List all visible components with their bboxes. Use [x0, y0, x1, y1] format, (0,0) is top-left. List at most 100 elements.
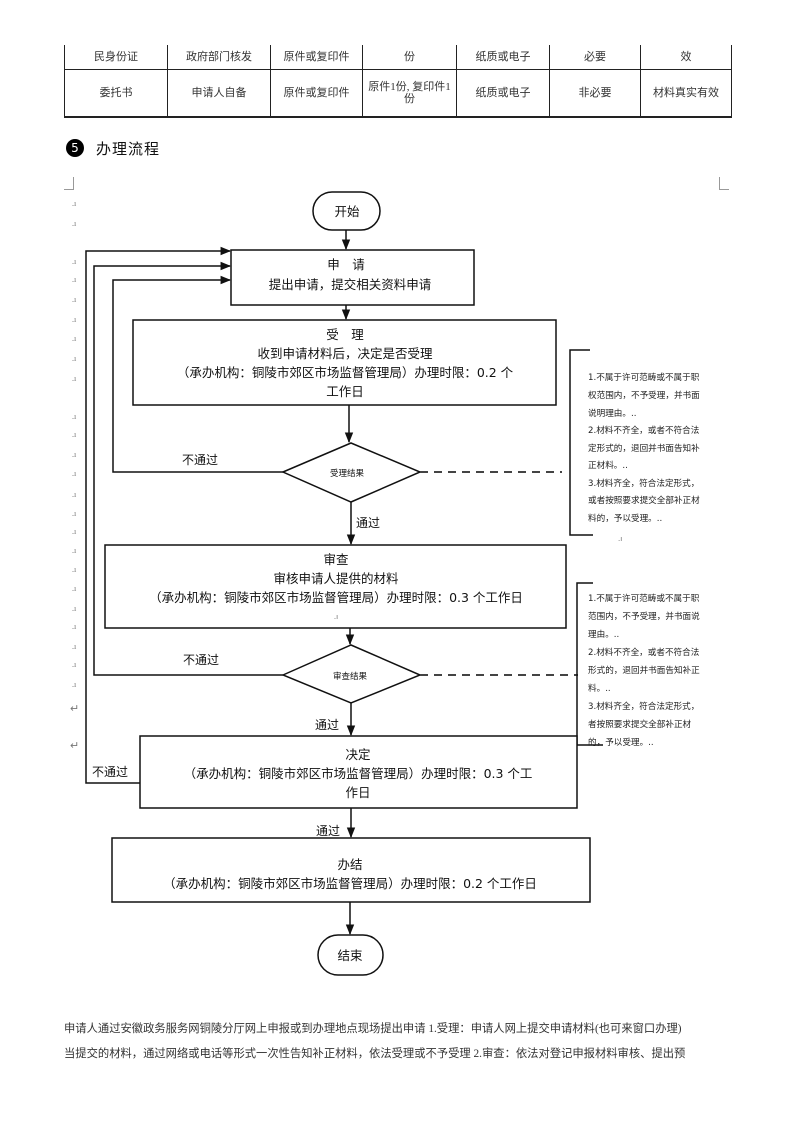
- process-flowchart: 开始 申 请 提出申请，提交相关资料申请 受 理 收到申请材料后，决定是否受理 …: [85, 191, 700, 976]
- note-line: 料的，予以受理。..: [588, 512, 662, 524]
- paragraph-mark: .ı: [72, 430, 77, 439]
- accept-fail-label: 不通过: [182, 453, 218, 467]
- section-number-badge: 5: [66, 139, 84, 157]
- materials-table: 民身份证 政府部门核发 原件或复印件 份 纸质或电子 必要 效 委托书 申请人自…: [64, 45, 732, 118]
- paragraph-mark: .ı: [72, 527, 77, 536]
- paragraph-mark: .ı: [72, 469, 77, 478]
- table-cell: 非必要: [549, 69, 641, 118]
- accept-org-line: （承办机构：铜陵市郊区市场监督管理局）办理时限：0.2 个: [177, 365, 514, 380]
- note-line: 1.不属于许可范畴或不属于职: [588, 592, 700, 604]
- note-line: 者按照要求提交全部补正材: [588, 718, 692, 730]
- accept-pass-label: 通过: [356, 516, 380, 530]
- note-trailing-mark: .ı: [618, 535, 622, 543]
- corner-mark-right: [719, 177, 729, 190]
- review-desc: 审核申请人提供的材料: [273, 571, 399, 586]
- table-cell: 纸质或电子: [456, 69, 550, 118]
- apply-box: [230, 249, 475, 306]
- table-cell: 效: [640, 45, 732, 70]
- paragraph-mark: .ı: [72, 622, 77, 631]
- review-decision-label: 审查结果: [333, 671, 368, 682]
- decide-fail-label: 不通过: [92, 765, 128, 779]
- body-paragraph-line: 申请人通过安徽政务服务网铜陵分厅网上申报或到办理地点现场提出申请 1.受理：申请…: [64, 1023, 682, 1035]
- accept-desc: 收到申请材料后，决定是否受理: [257, 346, 433, 361]
- table-cell: 政府部门核发: [167, 45, 271, 70]
- review-org-line: （承办机构：铜陵市郊区市场监督管理局）办理时限：0.3 个工作日: [149, 590, 523, 605]
- paragraph-mark: .ı: [72, 450, 77, 459]
- review-title: 审查: [323, 552, 349, 567]
- review-fail-label: 不通过: [183, 653, 219, 667]
- paragraph-mark: .ı: [72, 257, 77, 266]
- paragraph-mark: .ı: [72, 680, 77, 689]
- apply-desc: 提出申请，提交相关资料申请: [269, 277, 432, 292]
- table-row: 委托书 申请人自备 原件或复印件 原件1份, 复印件1份 纸质或电子 非必要 材…: [64, 69, 732, 118]
- paragraph-mark: .ı: [72, 295, 77, 304]
- paragraph-mark: .ı: [72, 584, 77, 593]
- table-cell: 申请人自备: [167, 69, 271, 118]
- note-line: 形式的，退回并书面告知补正: [588, 664, 700, 676]
- decide-org-line: （承办机构：铜陵市郊区市场监督管理局）办理时限：0.3 个工: [184, 766, 533, 781]
- return-mark-icon: ↵: [70, 703, 80, 715]
- corner-mark-left: [64, 177, 74, 190]
- table-cell: 原件或复印件: [270, 45, 363, 70]
- paragraph-mark: .ı: [72, 219, 77, 228]
- accept-org-line-cont: 工作日: [326, 384, 364, 399]
- end-terminal: [317, 934, 384, 976]
- paragraph-mark: .ı: [72, 642, 77, 651]
- accept-title: 受 理: [326, 327, 364, 342]
- paragraph-mark: .ı: [72, 490, 77, 499]
- end-label: 结束: [337, 948, 363, 963]
- paragraph-mark: .ı: [72, 315, 77, 324]
- decide-box: [139, 735, 578, 809]
- review-box: [104, 544, 567, 629]
- decide-org-line-cont: 作日: [345, 785, 370, 800]
- note-line: 权范围内，不予受理，并书面: [588, 389, 700, 401]
- paragraph-mark: .ı: [72, 546, 77, 555]
- note-line: 2.材料不齐全，或者不符合法: [588, 646, 700, 658]
- table-cell: 民身份证: [64, 45, 168, 70]
- paragraph-mark: .ı: [72, 354, 77, 363]
- review-notes: 1.不属于许可范畴或不属于职 范围内，不予受理，并书面说 理由。.. 2.材料不…: [588, 592, 700, 748]
- finish-box: [111, 837, 591, 903]
- paragraph-mark: .ı: [72, 509, 77, 518]
- paragraph-mark: .ı: [72, 334, 77, 343]
- accept-notes: 1.不属于许可范畴或不属于职 权范围内，不予受理，并书面 说明理由。.. 2.材…: [588, 371, 700, 524]
- note-line: 说明理由。..: [588, 407, 636, 419]
- note-line: 理由。..: [588, 628, 619, 640]
- accept-decision-label: 受理结果: [330, 468, 365, 479]
- note-line: 料。..: [588, 682, 611, 694]
- start-label: 开始: [334, 204, 360, 219]
- section-title: 办理流程: [96, 142, 161, 158]
- return-mark-icon: ↵: [70, 740, 80, 752]
- accept-note-bracket: [569, 349, 593, 536]
- paragraph-mark: .ı: [72, 660, 77, 669]
- decide-fail-loop: [85, 246, 232, 784]
- table-cell: 原件1份, 复印件1份: [362, 69, 457, 118]
- review-empty-para-mark: .ı: [334, 613, 338, 621]
- review-fail-loop: [93, 261, 283, 676]
- review-pass-label: 通过: [315, 718, 339, 732]
- note-line: 正材料。..: [588, 459, 628, 471]
- decide-title: 决定: [345, 747, 370, 762]
- note-line: 定形式的，退回并书面告知补: [588, 442, 700, 454]
- paragraph-mark: .ı: [72, 412, 77, 421]
- decide-pass-label: 通过: [316, 824, 340, 838]
- note-line: 的，予以受理。..: [588, 736, 654, 748]
- note-line: 2.材料不齐全，或者不符合法: [588, 424, 700, 436]
- note-line: 3.材料齐全，符合法定形式，: [588, 477, 699, 489]
- review-note-bracket: [576, 582, 603, 746]
- paragraph-mark: .ı: [72, 604, 77, 613]
- finish-title: 办结: [337, 857, 362, 872]
- table-cell: 份: [362, 45, 457, 70]
- paragraph-mark: .ı: [72, 565, 77, 574]
- paragraph-mark: .ı: [72, 275, 77, 284]
- finish-org-line: （承办机构：铜陵市郊区市场监督管理局）办理时限：0.2 个工作日: [163, 876, 537, 891]
- table-cell: 材料真实有效: [640, 69, 732, 118]
- table-cell: 原件或复印件: [270, 69, 363, 118]
- paragraph-mark: .ı: [72, 199, 77, 208]
- accept-fail-loop: [112, 275, 283, 473]
- body-paragraph-line: 当提交的材料，通过网络或电话等形式一次性告知补正材料，依法受理或不予受理 2.审…: [64, 1048, 686, 1060]
- note-line: 或者按照要求提交全部补正材: [588, 494, 700, 506]
- paragraph-mark: .ı: [72, 374, 77, 383]
- note-line: 3.材料齐全，符合法定形式，: [588, 700, 699, 712]
- apply-title: 申 请: [327, 257, 365, 272]
